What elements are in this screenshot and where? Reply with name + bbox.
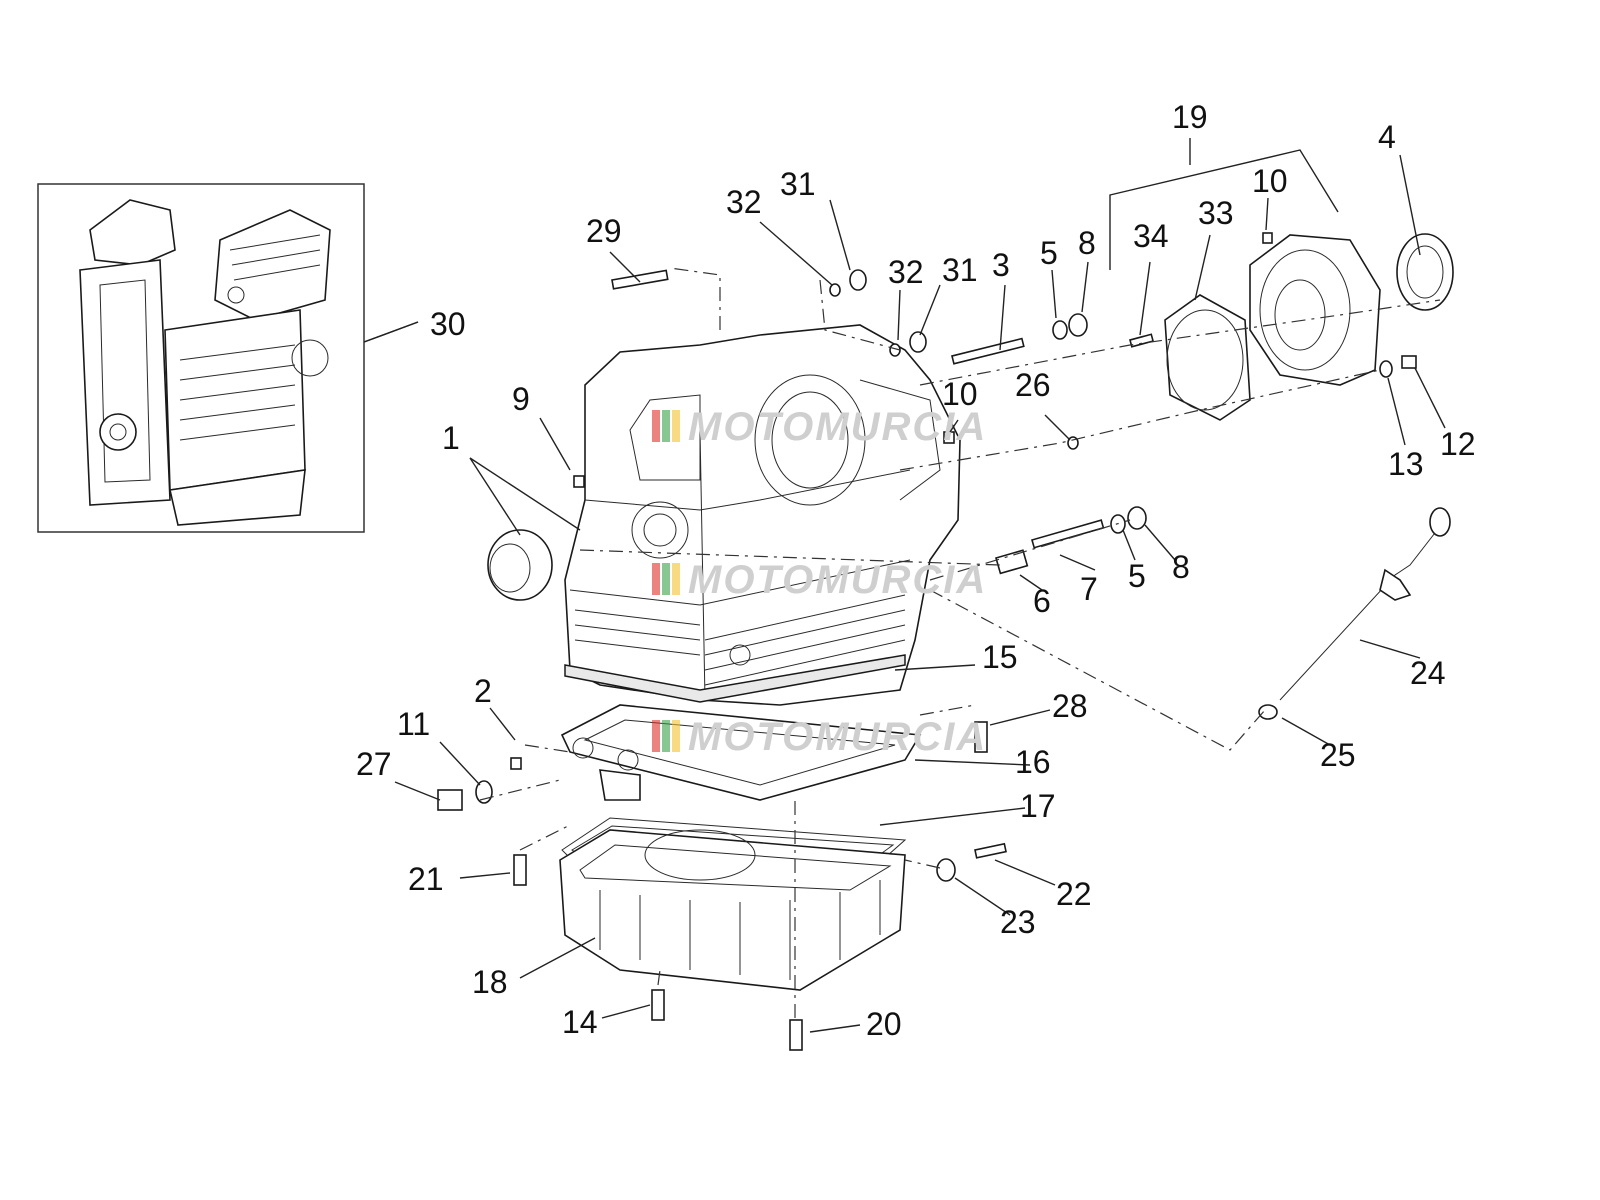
- callout-28: 28: [1052, 688, 1088, 724]
- watermark-group: MOTOMURCIA MOTOMURCIA MOTOMURCIA: [652, 405, 987, 759]
- callout-8: 8: [1078, 225, 1096, 261]
- callout-23: 23: [1000, 904, 1036, 940]
- watermark-text: MOTOMURCIA: [688, 558, 987, 602]
- callout-32: 32: [888, 254, 924, 290]
- callout-7: 7: [1080, 571, 1098, 607]
- watermark-text: MOTOMURCIA: [688, 405, 987, 449]
- callout-22: 22: [1056, 876, 1092, 912]
- callout-29: 29: [586, 213, 622, 249]
- callout-15: 15: [982, 639, 1018, 675]
- assembly-lines: [479, 267, 1441, 1018]
- callout-31: 31: [942, 252, 978, 288]
- callout-1: 1: [442, 420, 460, 456]
- callout-12: 12: [1440, 426, 1476, 462]
- crankcase: [564, 324, 961, 706]
- leader-lines: [394, 138, 1446, 1033]
- callout-31: 31: [780, 166, 816, 202]
- callout-10: 10: [1252, 163, 1288, 199]
- callout-32: 32: [726, 184, 762, 220]
- callout-26: 26: [1015, 367, 1051, 403]
- watermark-logo: MOTOMURCIA: [652, 405, 987, 449]
- callout-8: 8: [1172, 549, 1190, 585]
- callout-33: 33: [1198, 195, 1234, 231]
- watermark-text: MOTOMURCIA: [688, 715, 987, 759]
- callout-24: 24: [1410, 655, 1446, 691]
- callout-5: 5: [1040, 235, 1058, 271]
- callout-9: 9: [512, 381, 530, 417]
- callout-5: 5: [1128, 558, 1146, 594]
- bush-part-1: [487, 529, 553, 601]
- callout-27: 27: [356, 746, 392, 782]
- callout-4: 4: [1378, 119, 1396, 155]
- callout-10: 10: [942, 376, 978, 412]
- callout-21: 21: [408, 861, 444, 897]
- callout-13: 13: [1388, 446, 1424, 482]
- callout-19: 19: [1172, 99, 1208, 135]
- engine-inset: [37, 183, 419, 533]
- watermark-logo: MOTOMURCIA: [652, 715, 987, 759]
- callout-18: 18: [472, 964, 508, 1000]
- callout-14: 14: [562, 1004, 598, 1040]
- callout-labels: 1 2 3 4 5 5 6 7 8 8 9 10 10 11 12 13 14 …: [356, 99, 1476, 1042]
- watermark-logo: MOTOMURCIA: [652, 558, 987, 602]
- callout-25: 25: [1320, 737, 1356, 773]
- oil-pan: [559, 829, 906, 991]
- sump-plate: [560, 704, 922, 801]
- small-parts: [437, 232, 1417, 1051]
- callout-11: 11: [397, 706, 430, 742]
- callout-2: 2: [474, 673, 492, 709]
- callout-17: 17: [1020, 788, 1056, 824]
- callout-30: 30: [430, 306, 466, 342]
- callout-16: 16: [1015, 744, 1051, 780]
- callout-3: 3: [992, 247, 1010, 283]
- cover-assembly: [1164, 233, 1454, 421]
- callout-6: 6: [1033, 583, 1051, 619]
- callout-34: 34: [1133, 218, 1169, 254]
- dipstick: [1258, 507, 1451, 720]
- callout-20: 20: [866, 1006, 902, 1042]
